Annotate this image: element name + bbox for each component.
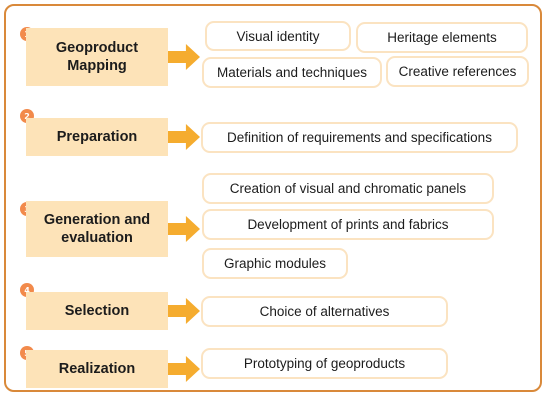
stage-realization: Realization bbox=[26, 350, 168, 388]
stage-selection: Selection bbox=[26, 292, 168, 330]
item-prints-and-fabrics: Development of prints and fabrics bbox=[202, 209, 494, 240]
stage-title-line2: evaluation bbox=[61, 230, 133, 246]
stage-generation-and-evaluation: Generation and evaluation bbox=[26, 201, 168, 257]
item-prototyping-of-geoproducts: Prototyping of geoproducts bbox=[201, 348, 448, 379]
stage-title-line2: Mapping bbox=[67, 58, 127, 74]
item-creative-references: Creative references bbox=[386, 56, 529, 87]
item-definition-of-requirements: Definition of requirements and specifica… bbox=[201, 122, 518, 153]
stage-geoproduct-mapping: Geoproduct Mapping bbox=[26, 28, 168, 86]
item-heritage-elements: Heritage elements bbox=[356, 22, 528, 53]
item-materials-and-techniques: Materials and techniques bbox=[202, 57, 382, 88]
stage-title-line1: Geoproduct bbox=[55, 40, 139, 56]
item-visual-identity: Visual identity bbox=[205, 21, 351, 51]
item-choice-of-alternatives: Choice of alternatives bbox=[201, 296, 448, 327]
item-graphic-modules: Graphic modules bbox=[202, 248, 348, 279]
item-visual-and-chromatic-panels: Creation of visual and chromatic panels bbox=[202, 173, 494, 204]
stage-title-line1: Generation and bbox=[43, 212, 151, 228]
diagram-frame bbox=[4, 4, 542, 392]
stage-preparation: Preparation bbox=[26, 118, 168, 156]
